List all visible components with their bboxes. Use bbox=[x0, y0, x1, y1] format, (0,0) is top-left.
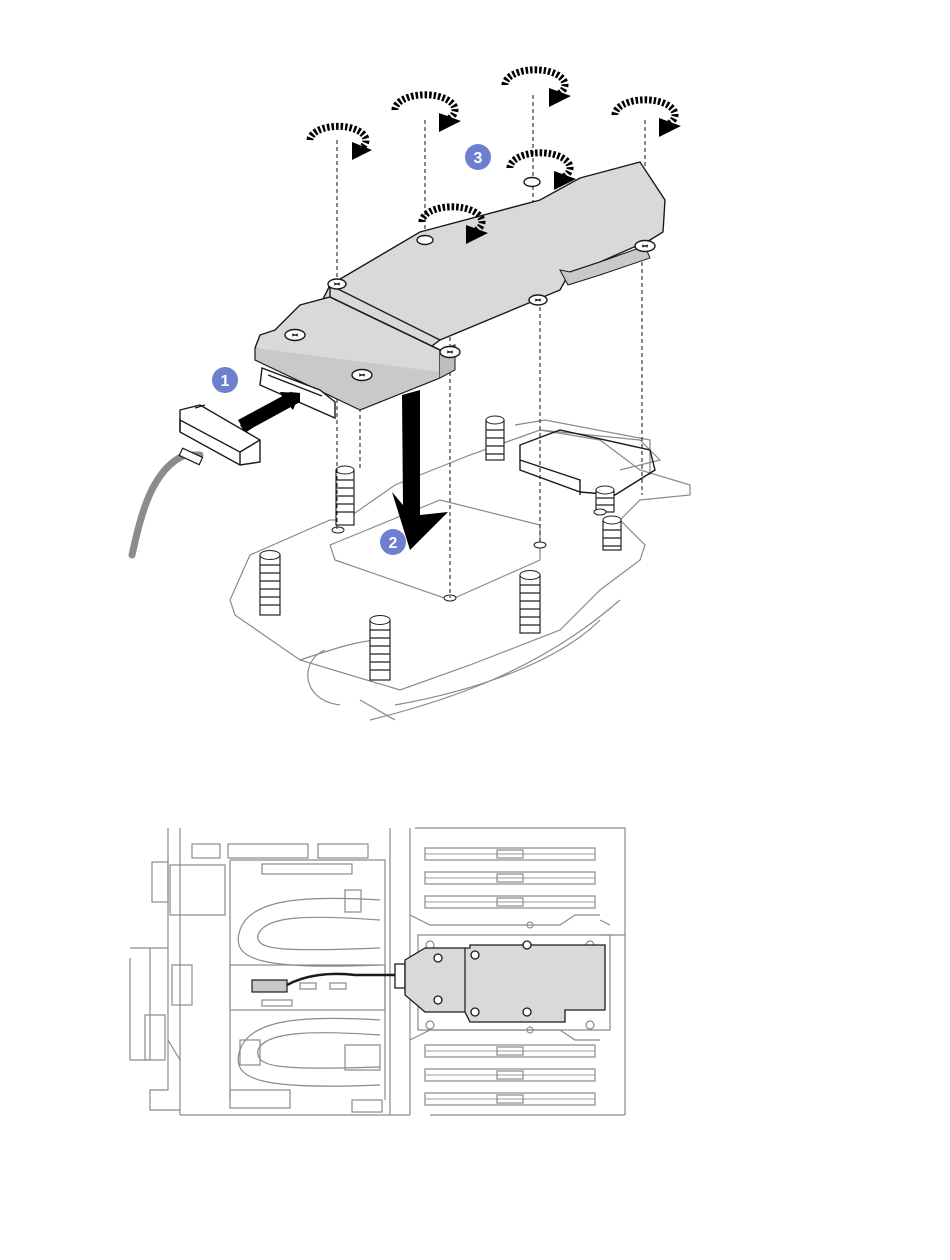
step-badge-1: 1 bbox=[212, 367, 238, 393]
screw-icon bbox=[523, 1008, 531, 1016]
bottom-top-view-illustration bbox=[130, 828, 625, 1115]
top-illustration: 1 2 3 bbox=[132, 70, 690, 720]
screw-post bbox=[596, 486, 614, 512]
arrow-icon bbox=[238, 392, 300, 433]
screw-icon bbox=[417, 236, 433, 245]
counterclockwise-rotate-icon bbox=[615, 100, 681, 137]
screw-post bbox=[336, 466, 354, 525]
step-number: 2 bbox=[389, 535, 398, 552]
screw-icon bbox=[523, 941, 531, 949]
screw-icon bbox=[471, 951, 479, 959]
screw-icon bbox=[352, 370, 372, 381]
screw-icon bbox=[529, 295, 547, 305]
counterclockwise-rotate-icon bbox=[510, 153, 576, 190]
dimm-slots-bottom bbox=[425, 1045, 595, 1105]
step-badge-2: 2 bbox=[380, 529, 406, 555]
screw-icon bbox=[434, 954, 442, 962]
step-badge-3: 3 bbox=[465, 144, 491, 170]
screw-icon bbox=[635, 241, 655, 252]
m2-module-top-view bbox=[405, 941, 605, 1022]
m2-module-assembly bbox=[255, 162, 665, 418]
step-number: 3 bbox=[474, 150, 483, 167]
counterclockwise-rotate-icon bbox=[505, 70, 571, 107]
step-number: 1 bbox=[221, 373, 230, 390]
counterclockwise-rotate-icon bbox=[310, 126, 372, 160]
screw-post bbox=[486, 416, 504, 460]
cable-connector-icon bbox=[132, 405, 260, 555]
screw-icon bbox=[471, 1008, 479, 1016]
screw-icon bbox=[440, 347, 460, 358]
screw-post bbox=[370, 616, 390, 681]
screw-holes bbox=[332, 509, 606, 601]
counterclockwise-rotate-icon bbox=[395, 95, 461, 132]
cold-plate-tray bbox=[230, 420, 690, 720]
screw-icon bbox=[285, 330, 305, 341]
screw-post bbox=[603, 516, 621, 550]
arrow-icon bbox=[392, 390, 448, 550]
dimm-slots-top bbox=[425, 848, 595, 908]
screw-post bbox=[260, 551, 280, 616]
cable-connector-icon bbox=[395, 964, 405, 988]
screw-post bbox=[520, 571, 540, 634]
screw-icon bbox=[434, 996, 442, 1004]
screw-icon bbox=[328, 279, 346, 289]
screw-icon bbox=[524, 178, 540, 187]
